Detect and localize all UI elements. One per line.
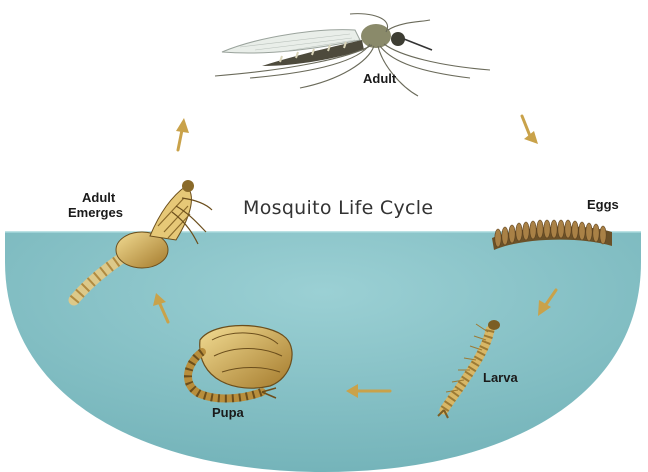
arrow-adult-to-eggs <box>522 116 538 144</box>
stage-label-larva: Larva <box>483 370 518 385</box>
stage-label-adult: Adult <box>363 71 396 86</box>
stage-label-adult-emerges: Adult Emerges <box>68 190 123 220</box>
adult-emerges-line1: Adult <box>82 190 123 205</box>
arrow-emerges-to-adult <box>176 118 189 150</box>
diagram-title: Mosquito Life Cycle <box>243 197 433 219</box>
stage-label-pupa: Pupa <box>212 405 244 420</box>
adult-mosquito-icon <box>215 14 490 96</box>
stage-label-eggs: Eggs <box>587 197 619 212</box>
adult-emerges-line2: Emerges <box>68 205 123 220</box>
